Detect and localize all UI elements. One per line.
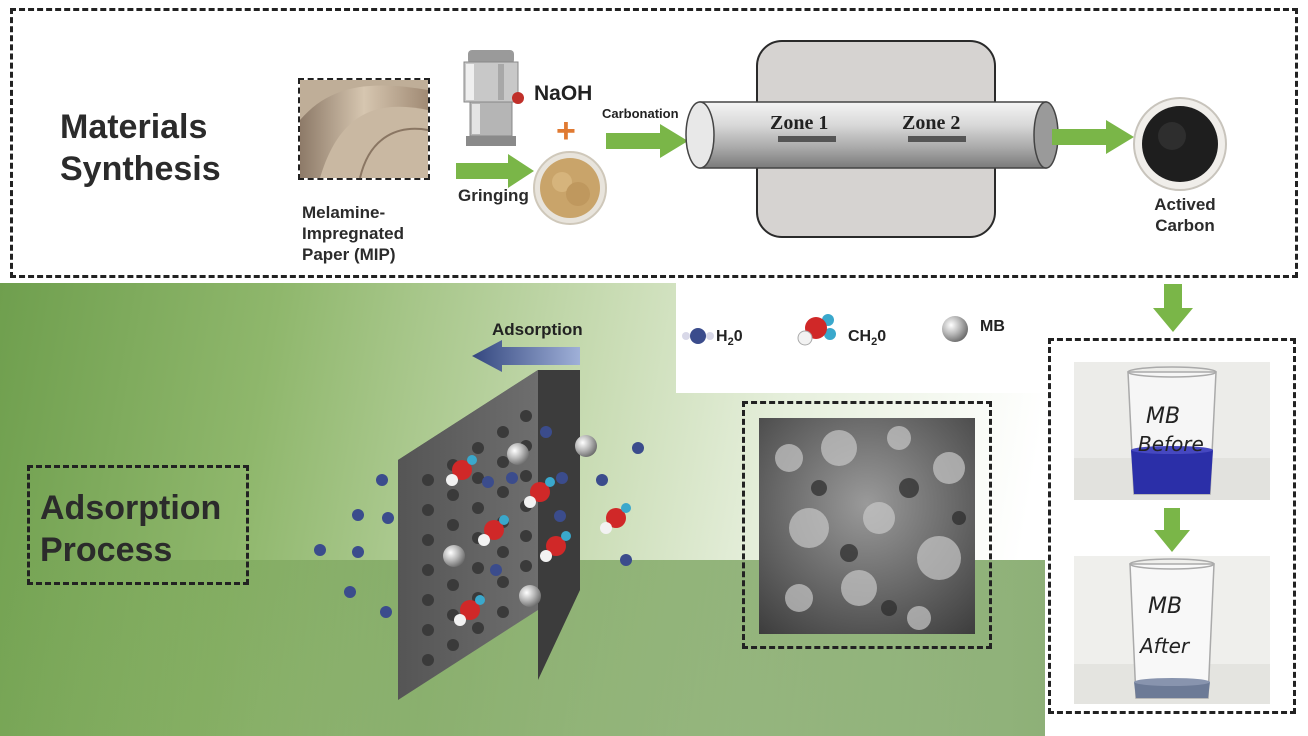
- mb-legend-icon: [942, 316, 968, 342]
- synthesis-title-line1: Materials: [60, 108, 208, 146]
- powder-bowl-image: [533, 151, 607, 225]
- zone1-label: Zone 1: [770, 112, 829, 134]
- zone2-label: Zone 2: [902, 112, 961, 134]
- h2o-legend-suffix: 0: [733, 328, 743, 345]
- adsorption-title-line2: Process: [40, 531, 173, 569]
- h2o-legend-label: H20: [716, 328, 743, 348]
- beaker-after-text-line1: MB: [1148, 594, 1183, 619]
- mip-label-line3: Paper (MIP): [302, 245, 396, 264]
- mip-paper-image: [300, 80, 429, 179]
- porous-carbon-slab: [398, 370, 580, 700]
- adsorption-title-frame: [27, 465, 249, 585]
- h2o-legend-icon: [682, 328, 714, 344]
- synthesis-frame: [10, 8, 1298, 278]
- naoh-label: NaOH: [534, 82, 593, 105]
- down-arrow-icon: [1153, 284, 1193, 332]
- synthesis-title-line2: Synthesis: [60, 150, 221, 188]
- grinder-machine-image: [463, 50, 524, 146]
- grinding-label: Gringing: [458, 186, 529, 205]
- ch2o-legend-suffix: 0: [877, 328, 887, 345]
- h2o-legend-sub: 2: [727, 336, 734, 349]
- mip-label-line2: Impregnated: [302, 224, 405, 243]
- carbonation-label: Carbonation: [602, 106, 679, 121]
- beaker-before-text-line1: MB: [1146, 404, 1181, 429]
- sem-micrograph-image: [759, 418, 975, 634]
- mb-legend-label: MB: [980, 318, 1005, 335]
- adsorption-title-line1: Adsorption: [40, 489, 222, 527]
- grinding-arrow-icon: [456, 154, 534, 188]
- beaker-before-image: [1074, 366, 1270, 500]
- ch2o-legend-icon: [797, 314, 836, 346]
- legend-panel: [676, 283, 1046, 393]
- h2o-legend-main: H: [716, 328, 728, 345]
- beaker-before-photo: MB Before: [1074, 362, 1270, 500]
- beakers-frame: [1048, 338, 1296, 714]
- ch2o-legend-sub: 2: [871, 336, 878, 349]
- product-label-line2: Carbon: [1155, 216, 1215, 235]
- synthesis-title: Materials Synthesis: [60, 106, 221, 190]
- mip-label: Melamine- Impregnated Paper (MIP): [302, 202, 404, 265]
- beaker-after-text-line2: After: [1140, 634, 1190, 658]
- beaker-before-text-line2: Before: [1138, 432, 1204, 456]
- adsorption-arrow-icon: [472, 340, 580, 372]
- beaker-after-image: [1074, 558, 1270, 704]
- beaker-down-arrow-icon: [1154, 508, 1190, 552]
- plus-icon: +: [556, 112, 576, 150]
- product-label: Actived Carbon: [1150, 194, 1220, 236]
- furnace-tube: [685, 101, 1059, 169]
- ch2o-legend-label: CH20: [848, 328, 886, 348]
- molecules-cluster: [314, 426, 644, 626]
- activated-carbon-dish-image: [1133, 97, 1227, 191]
- product-arrow-icon: [1052, 120, 1134, 154]
- adsorption-arrow-label: Adsorption: [492, 320, 583, 339]
- carbonation-arrow-icon: [606, 124, 688, 158]
- sem-image-frame: [742, 401, 992, 649]
- ch2o-legend-main: CH: [848, 328, 872, 345]
- product-label-line1: Actived: [1154, 195, 1216, 214]
- adsorption-title: Adsorption Process: [40, 487, 221, 571]
- beaker-after-photo: MB After: [1074, 556, 1270, 704]
- mip-image-frame: [298, 78, 430, 180]
- mip-label-line1: Melamine-: [302, 203, 386, 222]
